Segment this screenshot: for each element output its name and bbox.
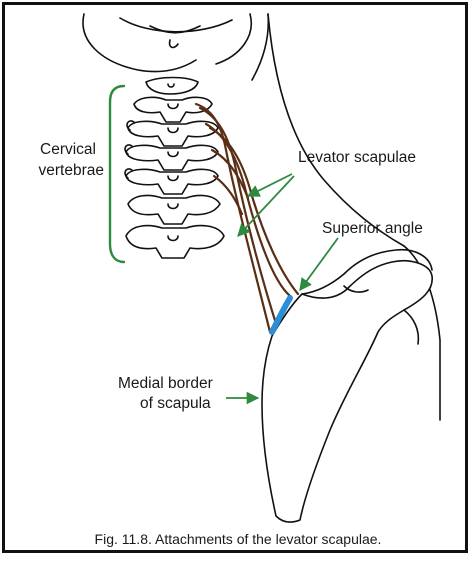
figure-caption: Fig. 11.8. Attachments of the levator sc…	[95, 531, 382, 547]
vertebra-c4	[126, 145, 218, 170]
vertebra-c3	[128, 121, 218, 146]
label-cervical: Cervical	[40, 141, 96, 158]
skull-base	[83, 14, 268, 80]
glenoid-edge	[404, 310, 418, 344]
label-vertebrae: vertebrae	[39, 162, 104, 179]
vertebra-c6	[128, 196, 220, 224]
label-medial-border: Medial border	[118, 375, 213, 392]
vertebra-c5	[126, 169, 218, 194]
levator-scapulae-muscle	[196, 104, 298, 332]
muscle-strand-3	[206, 124, 290, 296]
vertebra-c2	[134, 97, 212, 122]
label-levator-scapulae: Levator scapulae	[298, 149, 416, 166]
label-of-scapula: of scapula	[140, 395, 211, 412]
vertebra-c1	[146, 78, 198, 95]
levator-arrow-2	[238, 176, 294, 236]
label-superior-angle: Superior angle	[322, 220, 423, 237]
cervical-vertebrae	[125, 78, 224, 259]
muscle-strand-2	[200, 108, 278, 330]
cervical-bracket	[110, 86, 124, 262]
vertebra-c7	[126, 226, 224, 258]
scapula	[262, 250, 432, 522]
